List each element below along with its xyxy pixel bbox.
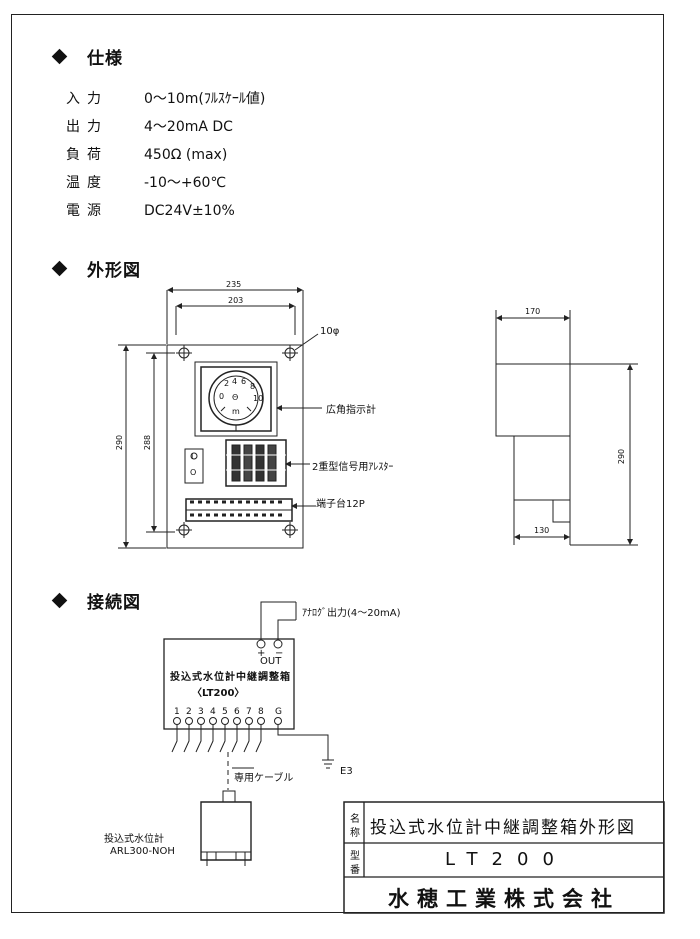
spec-label: 入力 bbox=[66, 91, 108, 107]
mounting-hole-icon bbox=[282, 522, 298, 538]
spec-row-load: 負荷 450Ω (max) bbox=[66, 144, 227, 164]
spec-row-input: 入力 0〜10m(ﾌﾙｽｹｰﾙ値) bbox=[66, 88, 265, 108]
dim-290-right: 290 bbox=[617, 448, 627, 465]
dim-290-left: 290 bbox=[115, 434, 125, 451]
out-label: OUT bbox=[260, 656, 282, 667]
enclosure-side bbox=[495, 363, 571, 523]
meter-unit: m bbox=[232, 407, 240, 416]
mounting-hole-icon bbox=[176, 522, 192, 538]
terminal-number: 7 bbox=[246, 707, 252, 717]
section-header-spec: 仕様 bbox=[51, 44, 123, 69]
relay-box bbox=[163, 638, 295, 730]
meter-digit: 4 bbox=[232, 377, 238, 386]
title-name-label-2: 称 bbox=[350, 828, 360, 839]
title-model-label-1: 型 bbox=[350, 851, 360, 862]
input-terminals bbox=[173, 717, 282, 725]
terminal-label: 端子台12P bbox=[316, 499, 365, 510]
wiring-header-text: 接続図 bbox=[87, 593, 141, 613]
sensor-model: ARL300-NOH bbox=[110, 846, 175, 857]
spec-row-output: 出力 4〜20mA DC bbox=[66, 116, 233, 136]
section-header-wiring: 接続図 bbox=[51, 588, 141, 613]
analog-output-label: ｱﾅﾛｸﾞ出力(4〜20mA) bbox=[302, 608, 401, 619]
dim-288: 288 bbox=[143, 434, 153, 451]
switch-on-label: I bbox=[191, 452, 194, 461]
enclosure-front bbox=[166, 344, 304, 549]
output-terminal-plus-icon bbox=[256, 639, 266, 649]
dim-130: 130 bbox=[534, 526, 550, 535]
section-header-outline: 外形図 bbox=[51, 256, 141, 281]
relay-box-title: 投込式水位計中継調整箱 bbox=[170, 672, 291, 683]
spec-label: 出力 bbox=[66, 119, 108, 135]
terminal-minus-label: − bbox=[275, 648, 284, 659]
meter-digit: 6 bbox=[241, 377, 247, 386]
outline-header-text: 外形図 bbox=[87, 261, 141, 281]
spec-label: 温度 bbox=[66, 175, 108, 191]
terminal-number: 1 bbox=[174, 707, 180, 717]
meter-center: Θ bbox=[232, 393, 239, 402]
dim-203: 203 bbox=[228, 296, 244, 305]
title-name-label-1: 名 bbox=[350, 814, 360, 825]
title-block-frame bbox=[343, 801, 665, 914]
meter-digit: 2 bbox=[224, 379, 230, 388]
company-name: 水穂工業株式会社 bbox=[388, 887, 620, 911]
spec-value: DC24V±10% bbox=[144, 203, 235, 219]
spec-row-temperature: 温度 -10〜+60℃ bbox=[66, 172, 226, 192]
output-terminal-minus-icon bbox=[273, 639, 283, 649]
spec-header-text: 仕様 bbox=[87, 49, 123, 69]
relay-box-model: 〈LT200〉 bbox=[192, 688, 245, 699]
spec-value: 450Ω (max) bbox=[144, 147, 228, 163]
meter-label: 広角指示計 bbox=[326, 405, 376, 416]
meter-digit: 10 bbox=[253, 394, 264, 403]
ground-terminal-label: G bbox=[275, 707, 282, 717]
terminal-number: 2 bbox=[186, 707, 192, 717]
terminal-number: 4 bbox=[210, 707, 216, 717]
spec-row-power: 電源 DC24V±10% bbox=[66, 200, 235, 220]
spec-value: -10〜+60℃ bbox=[144, 175, 227, 191]
meter-icon bbox=[194, 361, 278, 437]
level-sensor-icon bbox=[200, 790, 252, 866]
spec-label: 電源 bbox=[66, 203, 108, 219]
cable-label: 専用ケーブル bbox=[234, 773, 294, 784]
arrester-block-icon bbox=[225, 439, 287, 487]
title-model-label-2: 番 bbox=[350, 865, 360, 876]
spec-label: 負荷 bbox=[66, 147, 108, 163]
power-switch-icon bbox=[184, 448, 204, 484]
earth-label: E3 bbox=[340, 766, 353, 777]
drawing-frame bbox=[11, 14, 664, 913]
switch-off-label: O bbox=[190, 468, 197, 477]
terminal-plus-label: + bbox=[257, 648, 266, 659]
dim-235: 235 bbox=[226, 280, 242, 289]
terminal-number: 5 bbox=[222, 707, 228, 717]
spec-value: 4〜20mA DC bbox=[144, 119, 233, 135]
mounting-hole-icon bbox=[176, 345, 192, 361]
hole-size-label: 10φ bbox=[320, 326, 340, 337]
meter-digit: 8 bbox=[250, 382, 256, 391]
terminal-block-icon bbox=[185, 498, 293, 522]
mounting-hole-icon bbox=[282, 345, 298, 361]
arrester-label: 2重型信号用ｱﾚｽﾀｰ bbox=[312, 462, 394, 473]
drawing-model: LT200 bbox=[445, 849, 568, 870]
terminal-number: 3 bbox=[198, 707, 204, 717]
terminal-number: 6 bbox=[234, 707, 240, 717]
dim-170: 170 bbox=[525, 307, 541, 316]
drawing-title: 投込式水位計中継調整箱外形図 bbox=[370, 818, 636, 838]
sensor-name: 投込式水位計 bbox=[104, 834, 164, 845]
spec-value: 0〜10m(ﾌﾙｽｹｰﾙ値) bbox=[144, 91, 266, 107]
meter-digit: 0 bbox=[219, 392, 225, 401]
terminal-number: 8 bbox=[258, 707, 264, 717]
